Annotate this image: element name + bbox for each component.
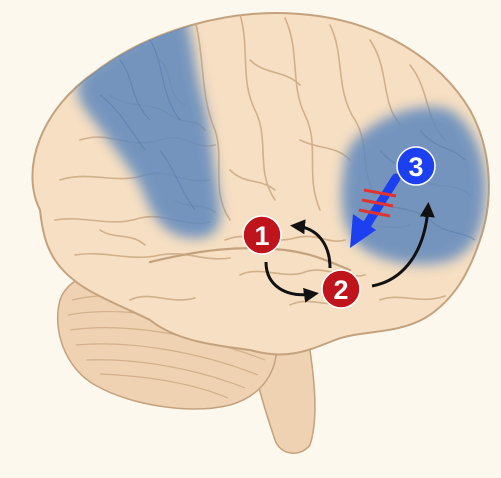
marker-3-label: 3 xyxy=(408,152,423,182)
marker-2-label: 2 xyxy=(333,275,348,305)
marker-2: 2 xyxy=(322,270,360,308)
marker-1: 1 xyxy=(243,216,281,254)
marker-3: 3 xyxy=(397,147,435,185)
marker-1-label: 1 xyxy=(254,221,269,251)
